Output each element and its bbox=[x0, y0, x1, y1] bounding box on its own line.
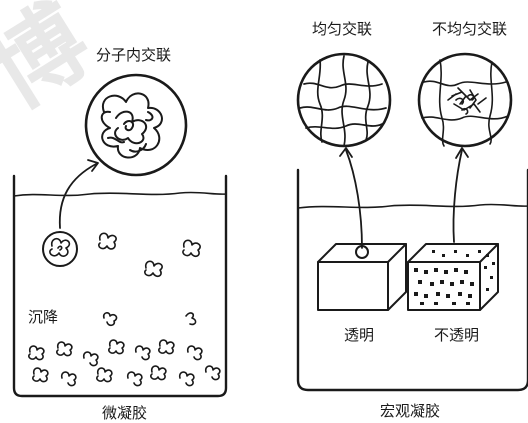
nonuniform-network-circle bbox=[417, 52, 513, 148]
nonuniform-network bbox=[421, 59, 509, 147]
micro-zoom-arrow bbox=[58, 163, 97, 229]
sediment-coils bbox=[28, 339, 221, 387]
micro-selected-molecule bbox=[42, 231, 78, 267]
intramolecular-crosslink-label: 分子内交联 bbox=[96, 46, 172, 64]
transparent-cube bbox=[317, 243, 407, 311]
microgel-caption: 微凝胶 bbox=[102, 404, 148, 422]
nonuniform-crosslink-label: 不均匀交联 bbox=[432, 20, 508, 38]
macrogel-caption: 宏观凝胶 bbox=[380, 402, 441, 420]
micro-beaker bbox=[12, 174, 228, 398]
micro-liquid-surface bbox=[13, 191, 227, 197]
nonuniform-arrow bbox=[452, 149, 463, 243]
uniform-arrow bbox=[345, 149, 363, 249]
uniform-crosslink-label: 均匀交联 bbox=[312, 20, 373, 38]
opaque-label: 不透明 bbox=[434, 326, 480, 344]
macro-liquid-surface bbox=[297, 203, 528, 209]
micro-zoom-circle bbox=[84, 73, 188, 177]
intramolecular-coil bbox=[100, 92, 163, 159]
transparent-label: 透明 bbox=[344, 326, 375, 344]
opaque-cube-texture bbox=[414, 250, 495, 305]
uniform-network bbox=[299, 55, 387, 147]
opaque-cube bbox=[407, 243, 499, 311]
floating-coils bbox=[98, 232, 201, 327]
sediment-label: 沉降 bbox=[28, 308, 59, 326]
macro-beaker bbox=[296, 168, 528, 392]
